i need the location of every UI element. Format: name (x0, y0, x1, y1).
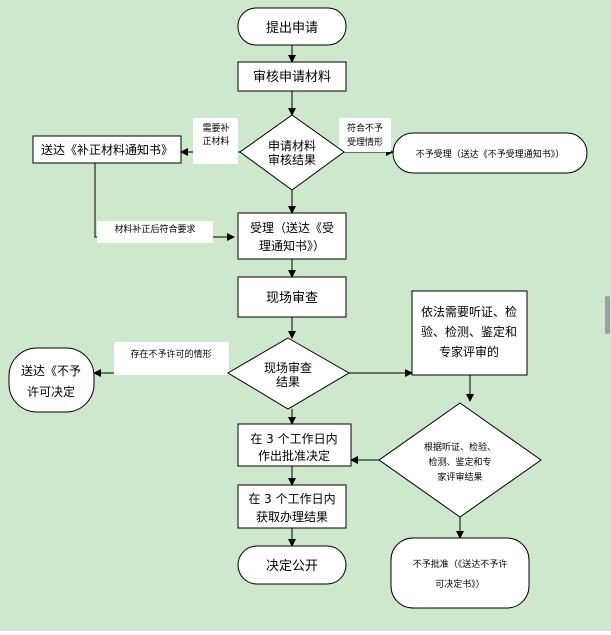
node-reject-final-label-1: 不予批准（《送达不予许 (413, 558, 508, 570)
node-site-result-label-2: 结果 (276, 375, 300, 389)
node-accept-label-2: 理通知书》） (259, 239, 325, 253)
node-reject-final (390, 537, 530, 609)
node-expert (378, 402, 542, 518)
node-obtain (237, 484, 347, 529)
node-reject-final-label-2: 可决定书》） (435, 578, 485, 590)
label-box-not-eligible (339, 118, 391, 152)
node-review-result (239, 114, 345, 191)
node-expert-label-3: 家评审结果 (437, 471, 482, 483)
edge-label-need-supplement-2: 正材料 (202, 135, 229, 147)
node-review-result-label-2: 审核结果 (268, 152, 316, 167)
node-submit (237, 7, 347, 46)
node-supplement (32, 135, 182, 164)
node-approve-label-1: 在 3 个工作日内 (250, 432, 337, 446)
node-deny-label-1: 送达《不予 (21, 363, 81, 378)
node-labels: 提出申请 审核申请材料 申请材料 审核结果 送达《补正材料通知书》 不予受理（送… (21, 20, 564, 590)
node-deny-label-2: 许可决定 (27, 384, 75, 399)
node-approve-label-2: 作出批准决定 (258, 448, 330, 463)
node-expert-label-1: 根据听证、检验、 (424, 441, 496, 453)
node-site-result (227, 337, 350, 410)
node-site-result-label-1: 现场审查 (264, 360, 312, 375)
node-accept-label-1: 受理（送达《受 (250, 220, 334, 235)
label-box-need-supplement (193, 118, 238, 164)
node-review-label: 审核申请材料 (253, 70, 331, 85)
edge-labels: 需要补 正材料 符合不予 受理情形 材料补正后符合要求 存在不予许可的情形 (114, 122, 383, 360)
node-publish-label: 决定公开 (266, 559, 318, 574)
node-obtain-label-2: 获取办理结果 (256, 509, 328, 524)
node-hearing-label-2: 验、检测、鉴定和 (421, 324, 517, 339)
node-reject-accept (392, 132, 588, 174)
node-publish (237, 545, 347, 585)
node-reject-accept-label: 不予受理（送达《不予受理通知书》） (416, 148, 565, 160)
edge-label-boxes (97, 118, 391, 375)
node-hearing-label-3: 专家评审的 (439, 344, 499, 359)
node-site-review-label: 现场审查 (266, 291, 318, 306)
label-box-supplemented (97, 221, 213, 243)
node-review-result-label-1: 申请材料 (268, 139, 316, 153)
node-expert-label-2: 检测、鉴定和专 (428, 456, 491, 468)
nodes (8, 7, 588, 609)
edge-label-not-eligible-2: 受理情形 (347, 136, 383, 148)
edge-label-not-permitted: 存在不予许可的情形 (130, 348, 211, 360)
node-accept (237, 212, 347, 260)
label-box-not-permitted (114, 342, 229, 375)
scroll-handle[interactable] (605, 296, 610, 334)
node-hearing-label-1: 依法需要听证、检 (421, 304, 517, 319)
node-approve (237, 423, 352, 467)
node-submit-label: 提出申请 (266, 20, 318, 36)
edge-label-not-eligible-1: 符合不予 (347, 122, 383, 134)
node-supplement-label: 送达《补正材料通知书》 (41, 142, 173, 157)
node-review (237, 61, 347, 92)
edge-label-supplemented: 材料补正后符合要求 (114, 223, 195, 235)
edge-label-need-supplement-1: 需要补 (202, 122, 229, 134)
node-deny (8, 347, 95, 413)
node-hearing (411, 290, 528, 376)
node-obtain-label-1: 在 3 个工作日内 (248, 492, 335, 506)
node-site-review (237, 276, 347, 318)
